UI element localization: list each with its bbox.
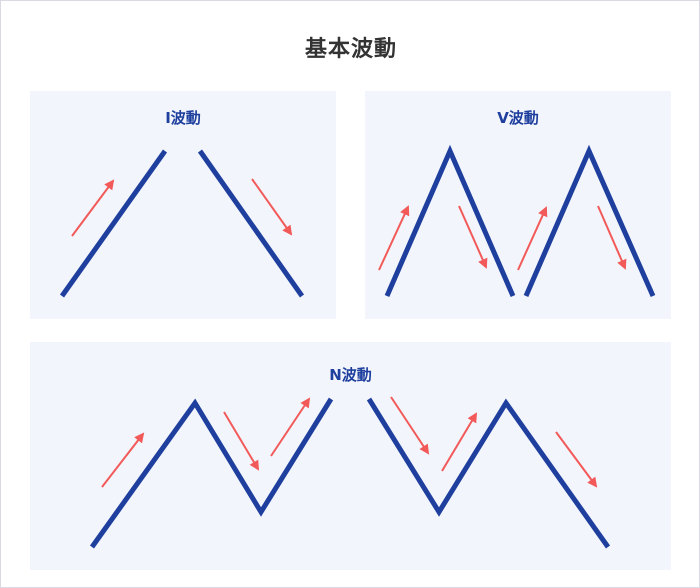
panel-label-v-wave: V波動: [497, 109, 539, 127]
panel-label-i-wave: I波動: [165, 109, 201, 127]
panel-label-n-wave: N波動: [329, 366, 372, 384]
panel-n-wave: N波動: [30, 342, 671, 570]
diagram-title: 基本波動: [304, 37, 397, 62]
panel-i-wave: I波動: [30, 91, 336, 319]
panel-v-wave: V波動: [365, 91, 671, 319]
